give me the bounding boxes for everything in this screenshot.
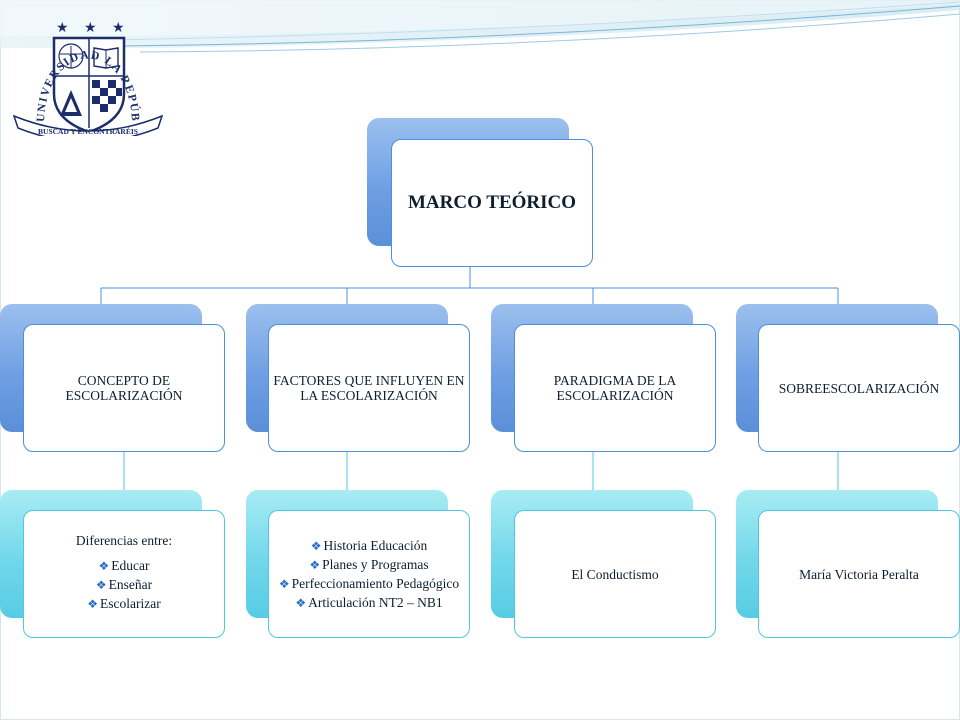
university-logo: ★ ★ ★ UNIVERSIDAD LA REPÚBLICA BUSCAD Y … bbox=[8, 16, 164, 136]
list-item: ❖Perfeccionamiento Pedagógico bbox=[278, 575, 460, 591]
list-item: ❖Educar bbox=[98, 558, 150, 573]
leaf-node-diferencias[interactable]: Diferencias entre: ❖Educar ❖Enseñar ❖Esc… bbox=[23, 510, 225, 638]
branch-node-sobreescolarizacion[interactable]: SOBREESCOLARIZACIÓN bbox=[758, 324, 960, 452]
leaf-label: El Conductismo bbox=[571, 566, 659, 582]
list-item: ❖Articulación NT2 – NB1 bbox=[295, 594, 443, 610]
branch-node-paradigma[interactable]: PARADIGMA DE LA ESCOLARIZACIÓN bbox=[514, 324, 716, 452]
svg-text:★: ★ bbox=[112, 21, 125, 36]
leaf-node-conductismo[interactable]: El Conductismo bbox=[514, 510, 716, 638]
branch-label: FACTORES QUE INFLUYEN EN LA ESCOLARIZACI… bbox=[273, 373, 465, 403]
branch-node-concepto[interactable]: CONCEPTO DE ESCOLARIZACIÓN bbox=[23, 324, 225, 452]
diamond-bullet-icon: ❖ bbox=[95, 578, 107, 592]
list-item: ❖Enseñar bbox=[95, 577, 153, 592]
diamond-bullet-icon: ❖ bbox=[295, 595, 307, 610]
header-decoration bbox=[0, 0, 960, 53]
diamond-bullet-icon: ❖ bbox=[98, 559, 110, 573]
branch-label: SOBREESCOLARIZACIÓN bbox=[778, 380, 940, 396]
branch-node-factores[interactable]: FACTORES QUE INFLUYEN EN LA ESCOLARIZACI… bbox=[268, 324, 470, 452]
branch-label: CONCEPTO DE ESCOLARIZACIÓN bbox=[65, 373, 183, 403]
factors-list: ❖Historia Educación ❖Planes y Programas … bbox=[273, 535, 465, 614]
root-node[interactable]: MARCO TEÓRICO bbox=[391, 139, 593, 267]
diamond-bullet-icon: ❖ bbox=[87, 597, 99, 611]
diamond-bullet-icon: ❖ bbox=[310, 538, 322, 553]
root-label: MARCO TEÓRICO bbox=[407, 192, 577, 213]
list-item: ❖Historia Educación bbox=[310, 537, 428, 553]
svg-text:★: ★ bbox=[56, 21, 69, 36]
logo-motto: BUSCAD Y ENCONTRARÉIS bbox=[38, 126, 138, 136]
list-item: ❖Planes y Programas bbox=[309, 556, 429, 572]
list-item: ❖Escolarizar bbox=[87, 596, 161, 611]
differences-list: ❖Educar ❖Enseñar ❖Escolarizar bbox=[87, 555, 160, 615]
leaf-intro: Diferencias entre: bbox=[75, 533, 173, 548]
diamond-bullet-icon: ❖ bbox=[309, 557, 321, 572]
diamond-bullet-icon: ❖ bbox=[278, 576, 290, 591]
svg-text:★: ★ bbox=[84, 21, 97, 36]
leaf-node-peralta[interactable]: María Victoria Peralta bbox=[758, 510, 960, 638]
leaf-label: María Victoria Peralta bbox=[799, 566, 919, 582]
branch-label: PARADIGMA DE LA ESCOLARIZACIÓN bbox=[553, 373, 677, 403]
leaf-node-factores[interactable]: ❖Historia Educación ❖Planes y Programas … bbox=[268, 510, 470, 638]
